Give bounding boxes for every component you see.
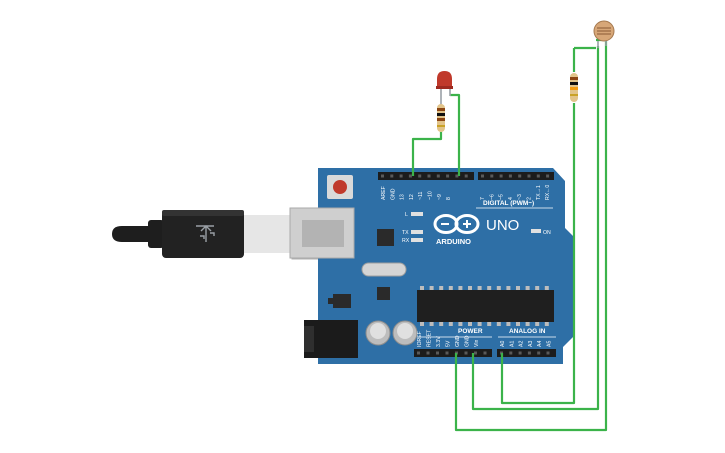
digital-pin-label: RX←0 [545, 185, 551, 200]
digital-pin-label: TX→1 [536, 185, 542, 200]
digital-pin-label: ~11 [418, 191, 424, 200]
power-pin-label: 5V [446, 340, 452, 347]
digital-header-2 [478, 172, 554, 180]
arduino-board[interactable]: ARDUINO UNO L TX RX ON DIGITAL (PWM~) PO… [289, 168, 575, 364]
digital-pin-label: AREF [381, 186, 387, 200]
power-header-label: POWER [458, 328, 483, 335]
digital-pin-label: 7 [480, 197, 486, 200]
wire-led-gnd[interactable] [411, 132, 443, 176]
digital-pin-label: 13 [400, 194, 406, 200]
power-pin-label: Vin [474, 339, 480, 347]
led-tx-label: TX [402, 230, 409, 236]
digital-pin-label: ~9 [437, 194, 443, 200]
analog-header-label: ANALOG IN [509, 328, 546, 335]
led-icon[interactable] [436, 71, 453, 105]
atmega-chip [417, 286, 554, 326]
digital-pin-label: ~10 [428, 191, 434, 200]
analog-pin-label: A1 [509, 341, 515, 347]
digital-header-label: DIGITAL (PWM~) [483, 200, 534, 207]
power-header [414, 349, 492, 357]
led-l-label: L [405, 212, 408, 218]
wire-ldr-gnd[interactable] [471, 46, 600, 411]
led-rx-label: RX [402, 238, 410, 244]
digital-pin-label: 2 [527, 197, 533, 200]
digital-pin-label: GND [390, 188, 396, 200]
analog-pin-label: A3 [528, 341, 534, 347]
resistor-icon[interactable] [570, 73, 578, 102]
resistor-icon[interactable] [437, 104, 445, 132]
power-pin-label: IOREF [417, 331, 423, 347]
analog-pin-label: A2 [519, 341, 525, 347]
digital-pin-label: 8 [446, 197, 452, 200]
brand-label: ARDUINO [436, 237, 471, 246]
analog-pin-label: A5 [547, 341, 553, 347]
photoresistor-icon[interactable] [593, 20, 615, 48]
wire-led-pin9[interactable] [450, 93, 461, 176]
power-jack [304, 320, 358, 358]
power-pin-label: GND [465, 335, 471, 347]
digital-pin-label: 12 [409, 194, 415, 200]
arduino-logo-icon [433, 214, 480, 234]
power-pin-label: RESET [427, 329, 433, 347]
led-on-label: ON [543, 230, 551, 236]
analog-pin-label: A0 [500, 341, 506, 347]
digital-pin-label: ~3 [517, 194, 523, 200]
power-pin-label: GND [455, 335, 461, 347]
digital-pin-label: 4 [508, 197, 514, 200]
power-pin-label: 3.3V [436, 336, 442, 347]
digital-pin-label: ~5 [499, 194, 505, 200]
analog-header [497, 349, 556, 357]
model-label: UNO [486, 217, 519, 234]
reset-button-icon[interactable] [327, 175, 353, 199]
analog-pin-label: A4 [537, 341, 543, 347]
digital-pin-label: ~6 [489, 194, 495, 200]
digital-header-1 [378, 172, 474, 180]
wire-resistor-a0[interactable] [500, 103, 576, 405]
